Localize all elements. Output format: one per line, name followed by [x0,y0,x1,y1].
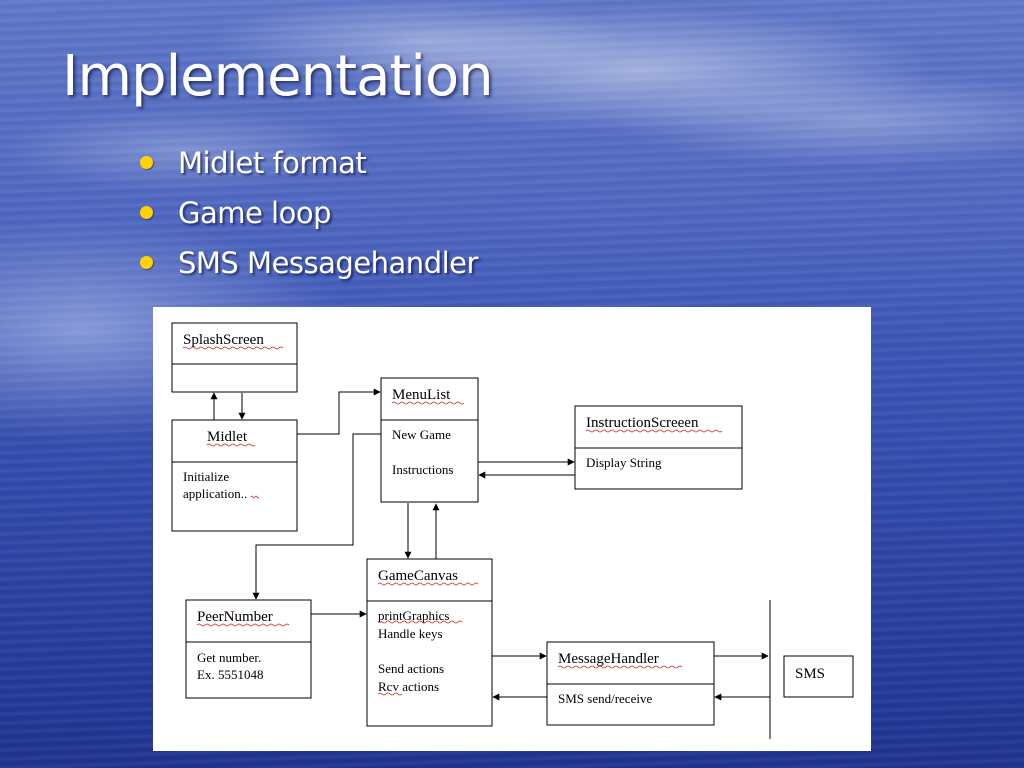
splashscreen-header: SplashScreen [183,332,264,348]
sms-box [783,655,854,698]
bullet-dot-icon [140,256,153,269]
peernumber-body-line: Ex. 5551048 [197,667,263,682]
bullet-item: Game loop [140,195,478,245]
arrow-midlet-to-menulist [297,388,381,435]
messagehandler-header: MessageHandler [558,651,659,667]
messagehandler-body: SMS send/receive [558,691,652,706]
bullet-item: SMS Messagehandler [140,245,478,295]
arrow-menulist-to-peernumber [252,433,381,600]
splashscreen-box [171,322,298,393]
slide-title: Implementation [62,44,494,109]
midlet-box [171,419,298,532]
gamecanvas-method: printGraphics [378,608,449,623]
menulist-header: MenuList [392,387,451,403]
instructionscreen-body: Display String [586,455,662,470]
midlet-header: Midlet [207,429,248,445]
peernumber-body-line: Get number. [197,650,261,665]
gamecanvas-header: GameCanvas [378,568,458,584]
bullet-text: Midlet format [178,146,367,180]
midlet-body-line: application.. [183,486,247,501]
bullet-text: Game loop [178,196,332,230]
menulist-item: Instructions [392,462,453,477]
bullet-item: Midlet format [140,145,478,195]
midlet-body-line: Initialize [183,469,229,484]
peernumber-header: PeerNumber [197,609,273,625]
gamecanvas-method: Rcv actions [378,679,439,694]
architecture-diagram: SplashScreen Midlet MenuList Instruction… [153,307,871,751]
diagram-canvas: SplashScreen Midlet MenuList Instruction… [171,322,854,739]
menulist-item: New Game [392,427,451,442]
peernumber-box [185,599,312,699]
gamecanvas-box [366,558,493,727]
menulist-box [380,377,479,503]
bullet-dot-icon [140,206,153,219]
bullet-dot-icon [140,156,153,169]
bullet-text: SMS Messagehandler [178,246,478,280]
gamecanvas-method: Send actions [378,661,444,676]
gamecanvas-method: Handle keys [378,626,443,641]
instructionscreen-header: InstructionScreeen [586,415,699,431]
bullet-list: Midlet format Game loop SMS Messagehandl… [140,145,478,295]
sms-label: SMS [795,666,825,682]
